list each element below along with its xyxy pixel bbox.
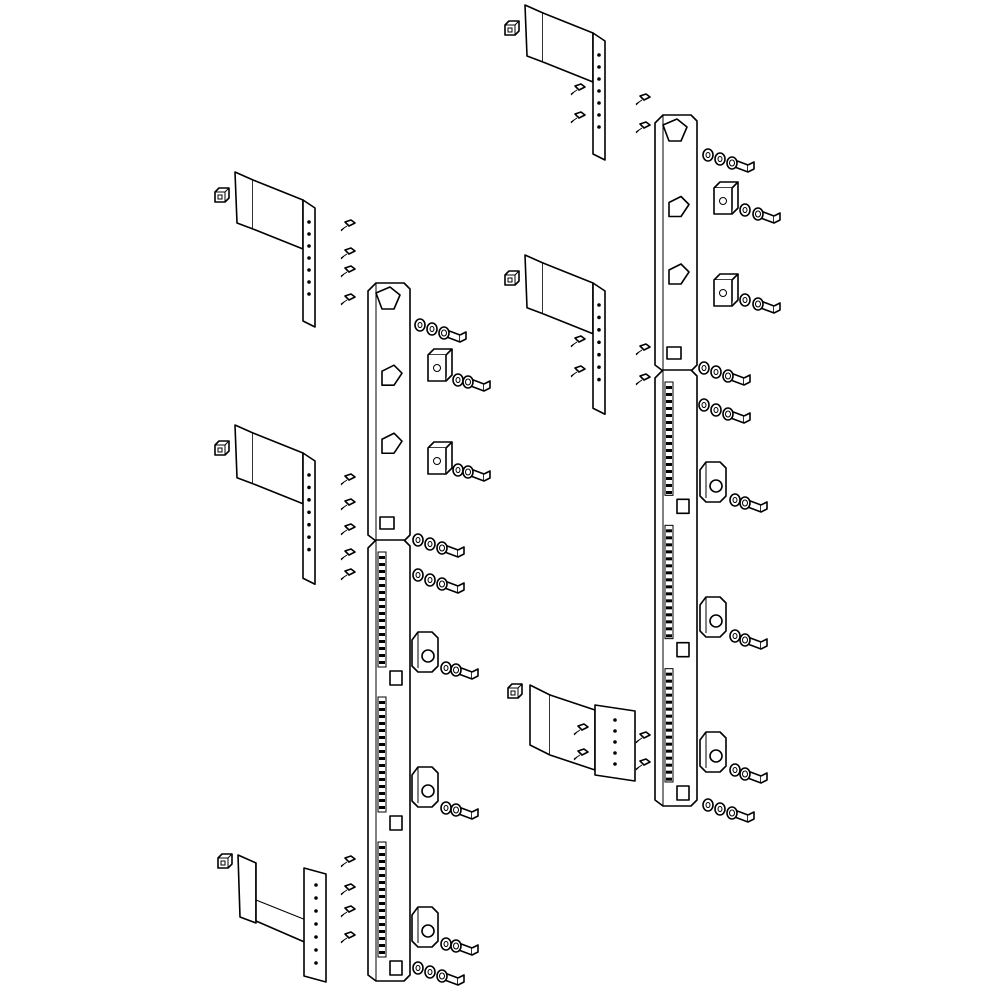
bolt-icon [438,326,467,343]
busbar-clamp-icon [699,461,727,503]
washer-icon [424,573,436,587]
screw-icon [340,247,356,260]
bolt-icon [462,465,491,482]
bracket-top-left [234,171,316,328]
clamp-block-icon [713,273,739,307]
washer-icon [412,961,424,975]
bolt-icon [722,369,751,386]
washer-icon [412,568,424,582]
washer-icon [424,965,436,979]
washer-icon [739,293,751,307]
bolt-icon [752,297,781,314]
bolt-icon [726,806,755,823]
bracket-bottom-right [529,684,636,782]
busbar-support-lower-right [654,369,698,807]
bolt-icon [739,767,768,784]
bolt-icon [722,407,751,424]
screw-icon [340,931,356,944]
washer-icon [739,203,751,217]
screw-icon [573,723,589,736]
screw-icon [573,748,589,761]
screw-icon [635,343,651,356]
washer-icon [729,763,741,777]
screw-icon [635,373,651,386]
bolt-icon [739,633,768,650]
clamp-block-icon [713,181,739,215]
screw-icon [635,121,651,134]
screw-icon [340,293,356,306]
screw-icon [340,265,356,278]
screw-icon [570,111,586,124]
clamp-block-icon [427,441,453,475]
washer-icon [729,493,741,507]
bracket-top-right [524,4,606,161]
screw-icon [635,93,651,106]
bracket-bottom-left [237,854,327,983]
washer-icon [440,661,452,675]
busbar-clamp-icon [411,631,439,673]
washer-icon [424,537,436,551]
washer-icon [714,152,726,166]
cage-nut-icon [214,440,230,456]
bolt-icon [450,939,479,956]
bolt-icon [436,541,465,558]
bolt-icon [462,375,491,392]
screw-icon [340,523,356,536]
busbar-support-upper-left [367,282,411,542]
screw-icon [340,855,356,868]
screw-icon [340,219,356,232]
screw-icon [570,365,586,378]
bracket-middle-right [524,254,606,416]
washer-icon [698,361,710,375]
screw-icon [340,883,356,896]
busbar-clamp-icon [411,906,439,948]
busbar-clamp-icon [699,731,727,773]
screw-icon [570,335,586,348]
cage-nut-icon [217,853,233,869]
washer-icon [452,463,464,477]
washer-icon [412,533,424,547]
washer-icon [714,802,726,816]
screw-icon [340,548,356,561]
washer-icon [452,373,464,387]
bolt-icon [726,156,755,173]
bolt-icon [450,803,479,820]
screw-icon [340,905,356,918]
cage-nut-icon [507,683,523,699]
cage-nut-icon [504,20,520,36]
busbar-support-lower-left [367,539,411,982]
busbar-clamp-icon [699,596,727,638]
screw-icon [340,498,356,511]
bolt-icon [752,207,781,224]
cage-nut-icon [504,270,520,286]
washer-icon [440,801,452,815]
clamp-block-icon [427,348,453,382]
bolt-icon [436,577,465,594]
washer-icon [440,937,452,951]
screw-icon [635,758,651,771]
cage-nut-icon [214,187,230,203]
washer-icon [710,365,722,379]
washer-icon [426,322,438,336]
bracket-middle-left [234,424,316,586]
washer-icon [698,398,710,412]
washer-icon [710,403,722,417]
washer-icon [414,318,426,332]
bolt-icon [436,969,465,986]
washer-icon [702,148,714,162]
screw-icon [635,731,651,744]
screw-icon [340,568,356,581]
washer-icon [729,629,741,643]
screw-icon [340,473,356,486]
busbar-clamp-icon [411,766,439,808]
screw-icon [570,83,586,96]
busbar-support-upper-right [654,114,698,372]
bolt-icon [450,663,479,680]
washer-icon [702,798,714,812]
bolt-icon [739,496,768,513]
